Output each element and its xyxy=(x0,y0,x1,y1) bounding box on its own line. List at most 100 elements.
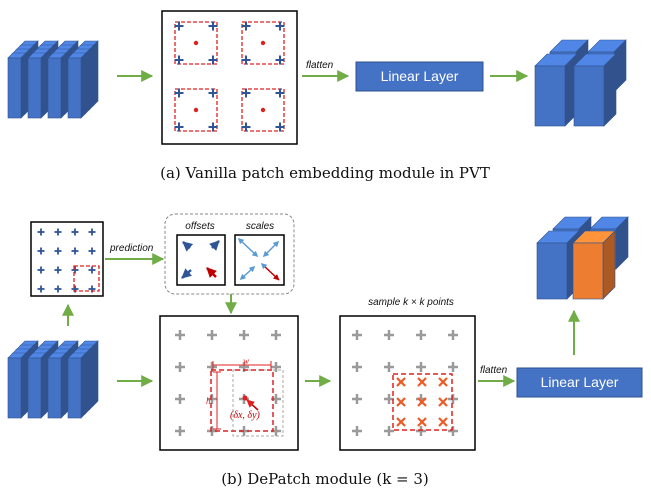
plus-point xyxy=(37,285,45,293)
plus-point xyxy=(352,362,362,372)
scale-arrow xyxy=(237,237,259,258)
plus-point xyxy=(37,247,45,255)
linear-layer-label-b: Linear Layer xyxy=(541,374,619,390)
sample-point xyxy=(438,377,448,387)
cube xyxy=(572,230,616,300)
sample-point xyxy=(417,377,427,387)
plus-point xyxy=(71,247,79,255)
caption-a: (a) Vanilla patch embedding module in PV… xyxy=(160,164,490,182)
plus-point xyxy=(88,247,96,255)
plus-point xyxy=(352,330,362,340)
mini-grid-box xyxy=(30,221,104,297)
linear-layer-box-a xyxy=(355,61,484,92)
sample-point xyxy=(396,417,406,427)
flatten-label-b: flatten xyxy=(480,365,508,376)
linear-layer-label-a: Linear Layer xyxy=(381,68,459,84)
cube-side xyxy=(20,352,27,419)
patch-center xyxy=(260,40,266,46)
scale-arrow-highlighted xyxy=(260,262,280,281)
sample-point xyxy=(438,397,448,407)
plus-point xyxy=(54,247,62,255)
plus-point xyxy=(54,266,62,274)
sample-point xyxy=(396,377,406,387)
cube-front xyxy=(27,357,42,419)
plus-point xyxy=(239,330,249,340)
plus-point xyxy=(416,362,426,372)
offset-arrow-highlighted xyxy=(206,267,217,278)
cube-side xyxy=(60,52,67,119)
cube-side xyxy=(602,230,616,300)
delta-label: (δx, δy) xyxy=(230,410,261,421)
plus-point xyxy=(208,21,218,31)
plus-point xyxy=(241,122,251,132)
plus-point xyxy=(448,426,458,436)
w-label: w xyxy=(243,356,249,366)
plus-point xyxy=(275,122,285,132)
cube xyxy=(27,52,47,119)
cube xyxy=(47,352,67,419)
plus-point xyxy=(175,394,185,404)
cube-front xyxy=(573,65,605,127)
plus-point xyxy=(88,228,96,236)
cube xyxy=(67,52,87,119)
plus-point xyxy=(208,88,218,98)
mini-grid-highlight xyxy=(73,265,100,292)
cube-side xyxy=(80,52,87,119)
offset-arrow xyxy=(181,268,193,279)
cube xyxy=(27,352,47,419)
cube-front xyxy=(47,57,62,119)
output-tokens-a xyxy=(534,39,627,127)
scale-arrow xyxy=(262,240,280,258)
plus-point xyxy=(174,88,184,98)
cube xyxy=(534,53,578,127)
original-patch-box xyxy=(232,369,284,437)
cube-side xyxy=(60,352,67,419)
prediction-label: prediction xyxy=(109,243,154,254)
plus-point xyxy=(384,330,394,340)
plus-point xyxy=(174,21,184,31)
patch-box xyxy=(241,21,285,65)
cube-front xyxy=(7,357,22,419)
vanilla-patches xyxy=(174,21,285,132)
cube-front xyxy=(534,65,566,127)
plus-point xyxy=(174,55,184,65)
cube xyxy=(67,352,87,419)
plus-point xyxy=(37,266,45,274)
cube-side xyxy=(20,52,27,119)
cube-side xyxy=(40,352,47,419)
plus-point xyxy=(241,21,251,31)
cube-side xyxy=(80,352,87,419)
output-tokens-b xyxy=(536,216,629,300)
caption-b: (b) DePatch module (k = 3) xyxy=(221,470,429,488)
cube-side xyxy=(40,52,47,119)
cube xyxy=(47,52,67,119)
patch-center xyxy=(193,107,199,113)
input-feature-cubes-a xyxy=(7,40,99,119)
plus-point xyxy=(207,330,217,340)
plus-point xyxy=(207,394,217,404)
plus-point xyxy=(352,426,362,436)
sample-label: sample k × k points xyxy=(368,297,454,308)
flatten-label-a: flatten xyxy=(306,60,334,71)
plus-point xyxy=(54,228,62,236)
cube-front xyxy=(572,242,604,300)
plus-point xyxy=(384,426,394,436)
linear-layer-box-b xyxy=(516,367,643,398)
offset-arrow xyxy=(209,240,220,251)
plus-point xyxy=(275,88,285,98)
offset-vector xyxy=(246,399,259,411)
cube-front xyxy=(47,357,62,419)
cube xyxy=(573,53,617,127)
patch-center-point xyxy=(242,395,248,401)
plus-point xyxy=(275,55,285,65)
plus-point xyxy=(448,330,458,340)
offset-arrows xyxy=(181,240,220,279)
input-feature-cubes-b xyxy=(7,340,99,419)
plus-point xyxy=(448,394,458,404)
scale-arrow xyxy=(239,265,256,281)
cube-front xyxy=(536,242,568,300)
cube-front xyxy=(67,357,82,419)
plus-point xyxy=(241,88,251,98)
cube-front xyxy=(67,57,82,119)
